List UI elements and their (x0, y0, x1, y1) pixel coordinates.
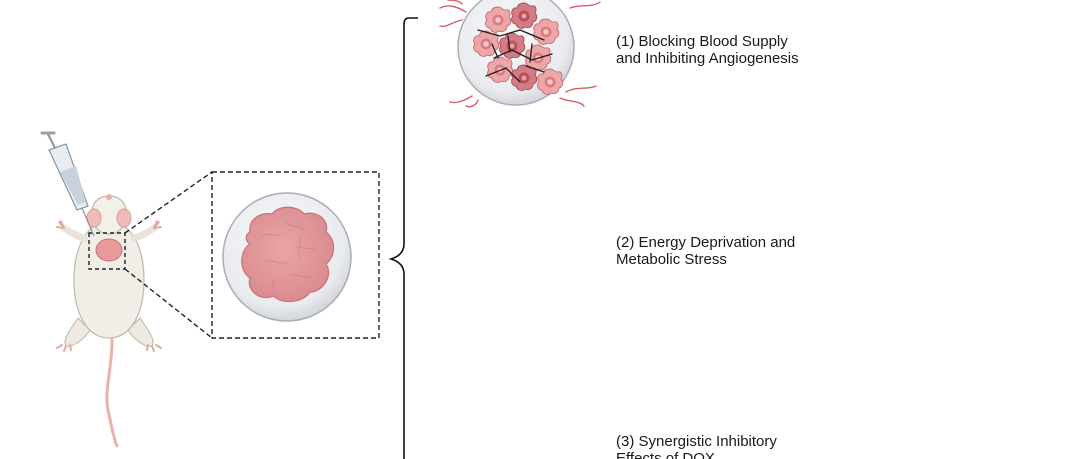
step-2-line-1: (2) Energy Deprivation and (616, 234, 796, 251)
zoom-box (211, 171, 380, 339)
tumor-dish-icon (211, 171, 380, 339)
zoom-line-bottom (124, 268, 213, 339)
step-1-line-1: (1) Blocking Blood Supply (616, 33, 788, 50)
zoom-line-top (124, 171, 213, 234)
mouse-head (91, 195, 127, 235)
tumor-selection-box (88, 232, 126, 270)
step-2-label: (2) Energy Deprivation and Metabolic Str… (616, 234, 795, 268)
step-1-line-2: and Inhibiting Angiogenesis (616, 50, 799, 67)
mouse-tumor (95, 238, 123, 262)
syringe-icon (40, 131, 95, 237)
dish-1-blood-supply (439, 0, 601, 108)
step-3-line-2: Effects of DOX (616, 450, 715, 459)
mouse-body (73, 221, 145, 339)
mouse-illustration (56, 194, 162, 448)
mouse-tail (105, 338, 119, 448)
step-3-label: (3) Synergistic Inhibitory Effects of DO… (616, 433, 777, 459)
branch-bracket (388, 17, 418, 459)
step-2-line-2: Metabolic Stress (616, 251, 727, 268)
step-3-line-1: (3) Synergistic Inhibitory (616, 433, 777, 450)
tumor-mass (241, 206, 335, 303)
step-1-label: (1) Blocking Blood Supply and Inhibiting… (616, 33, 799, 67)
